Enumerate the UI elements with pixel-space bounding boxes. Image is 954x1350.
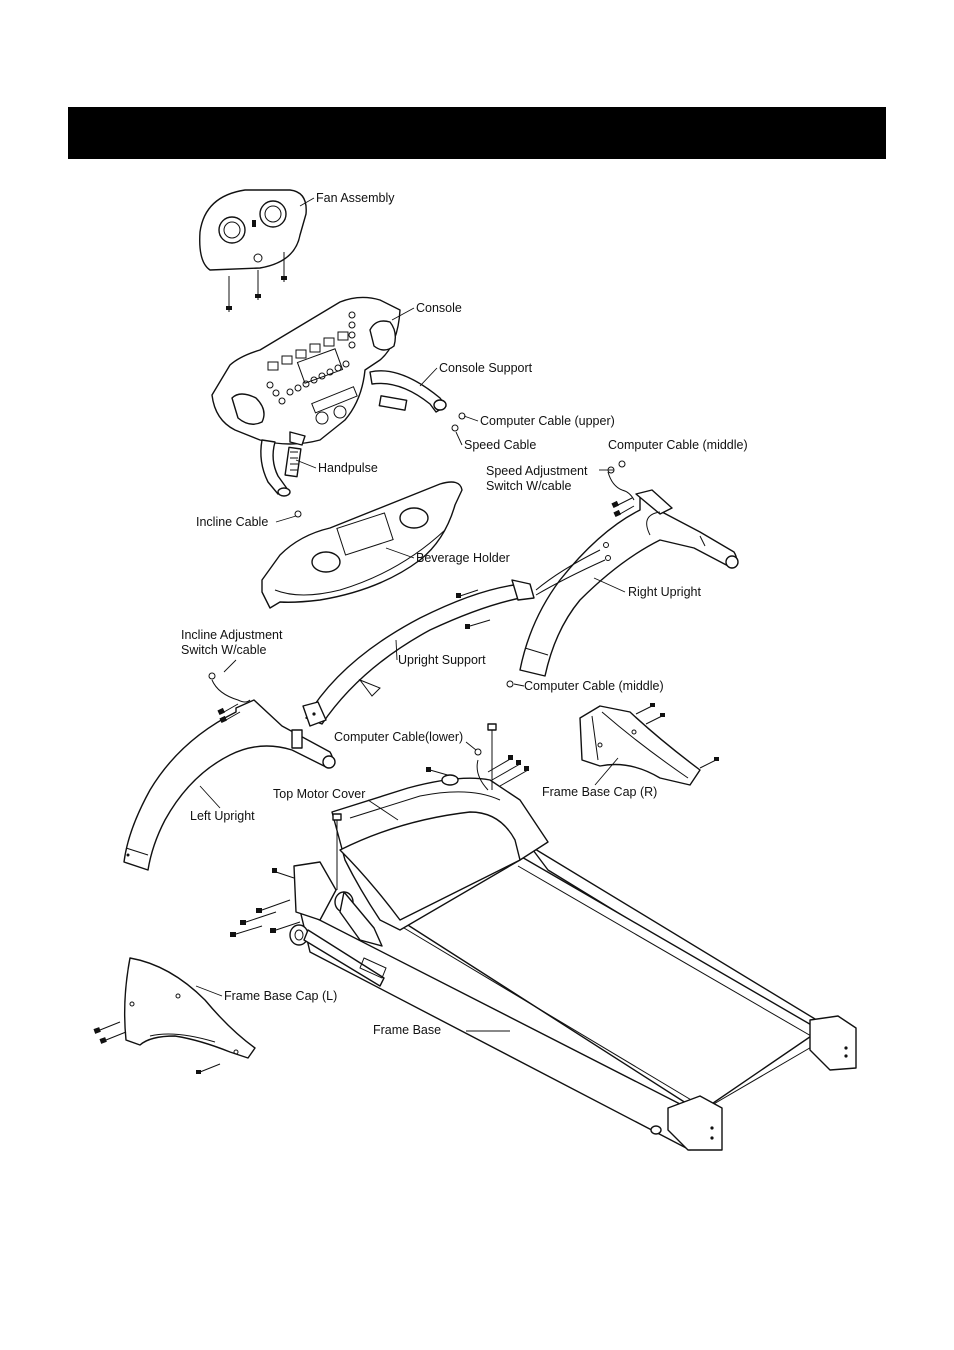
label-incline-cable: Incline Cable — [196, 515, 268, 529]
label-upright-support: Upright Support — [398, 653, 486, 667]
frame-base-cap-l — [93, 957, 256, 1074]
part-labels: Fan Assembly Console Console Support Com… — [181, 191, 748, 1037]
label-left-upright: Left Upright — [190, 809, 255, 823]
label-top-motor-cover: Top Motor Cover — [273, 787, 365, 801]
label-speed-cable: Speed Cable — [464, 438, 536, 452]
right-upright — [506, 460, 739, 688]
beverage-holder — [261, 481, 463, 609]
label-speed-adjustment-line2: Switch W/cable — [486, 479, 571, 493]
label-frame-base-cap-r: Frame Base Cap (R) — [542, 785, 657, 799]
left-upright — [123, 672, 336, 871]
console-support — [369, 370, 466, 432]
label-computer-cable-upper: Computer Cable (upper) — [480, 414, 615, 428]
leader-lines — [195, 197, 626, 1032]
handpulse — [260, 431, 306, 518]
label-incline-adjustment-line2: Switch W/cable — [181, 643, 266, 657]
label-computer-cable-middle-top: Computer Cable (middle) — [608, 438, 748, 452]
label-console-support: Console Support — [439, 361, 533, 375]
fan-assembly — [199, 189, 307, 312]
label-incline-adjustment-line1: Incline Adjustment — [181, 628, 283, 642]
label-console: Console — [416, 301, 462, 315]
label-handpulse: Handpulse — [318, 461, 378, 475]
header-banner — [68, 107, 886, 159]
label-fan-assembly: Fan Assembly — [316, 191, 395, 205]
frame-base — [230, 723, 857, 1151]
console — [211, 296, 401, 445]
label-beverage-holder: Beverage Holder — [416, 551, 510, 565]
label-right-upright: Right Upright — [628, 585, 701, 599]
frame-base-cap-r — [579, 703, 719, 786]
label-frame-base: Frame Base — [373, 1023, 441, 1037]
label-computer-cable-lower: Computer Cable(lower) — [334, 730, 463, 744]
upright-support — [302, 542, 611, 727]
label-speed-adjustment-line1: Speed Adjustment — [486, 464, 588, 478]
label-computer-cable-middle-bottom: Computer Cable (middle) — [524, 679, 664, 693]
label-frame-base-cap-l: Frame Base Cap (L) — [224, 989, 337, 1003]
